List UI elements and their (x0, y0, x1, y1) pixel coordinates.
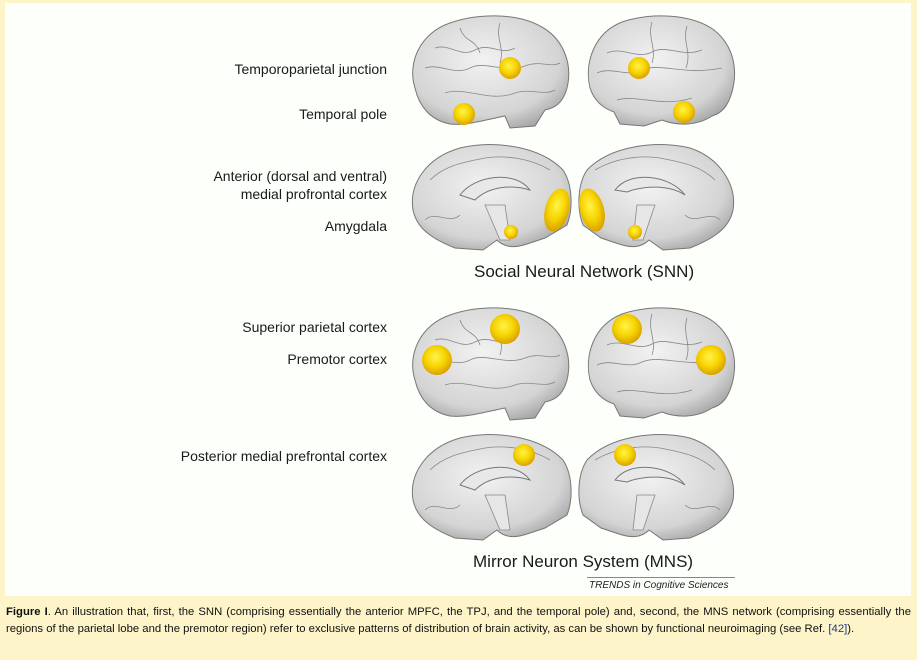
activation-temporal-pole-right (673, 101, 695, 123)
caption-tail: ). (847, 622, 855, 635)
activation-temporal-pole (453, 103, 475, 125)
label-premotor-cortex: Premotor cortex (287, 351, 387, 367)
brain-medial-left-mns (411, 434, 572, 541)
label-amygdala: Amygdala (324, 218, 387, 234)
brain-lateral-right-snn (587, 15, 735, 127)
figure-caption: Figure I. An illustration that, first, t… (6, 604, 911, 637)
brain-lateral-left-mns (412, 307, 570, 421)
brain-lateral-left-snn (412, 15, 570, 129)
activation-tpj-right (628, 57, 650, 79)
snn-title: Social Neural Network (SNN) (474, 262, 695, 281)
caption-text: . An illustration that, first, the SNN (… (6, 606, 911, 635)
label-posterior-mpfc: Posterior medial prefrontal cortex (180, 448, 387, 464)
activation-posterior-mpfc (513, 444, 535, 466)
activation-amygdala-right (628, 225, 642, 239)
activation-amygdala (504, 225, 518, 239)
journal-credit: TRENDS in Cognitive Sciences (589, 580, 729, 591)
brain-medial-right-mns (578, 434, 735, 541)
caption-lead: Figure I (6, 606, 48, 618)
activation-anterior-mpfc (544, 188, 570, 232)
label-temporoparietal-junction: Temporoparietal junction (234, 61, 387, 77)
label-superior-parietal-cortex: Superior parietal cortex (242, 319, 387, 335)
activation-premotor (422, 345, 452, 375)
activation-premotor-right (696, 345, 726, 375)
activation-superior-parietal (490, 314, 520, 344)
activation-anterior-mpfc-right (579, 188, 605, 232)
label-anterior-mpfc-line1: Anterior (dorsal and ventral) (213, 168, 387, 184)
brain-medial-left-snn (411, 144, 572, 251)
activation-posterior-mpfc-right (614, 444, 636, 466)
reference-link[interactable]: [42] (828, 622, 848, 635)
mns-title: Mirror Neuron System (MNS) (473, 552, 694, 571)
activation-superior-parietal-right (612, 314, 642, 344)
label-temporal-pole: Temporal pole (299, 106, 387, 122)
brain-lateral-right-mns (587, 307, 735, 419)
activation-tpj (499, 57, 521, 79)
credit-rule (587, 577, 735, 578)
label-anterior-mpfc-line2: medial profrontal cortex (240, 186, 387, 202)
brain-medial-right-snn (578, 144, 735, 251)
